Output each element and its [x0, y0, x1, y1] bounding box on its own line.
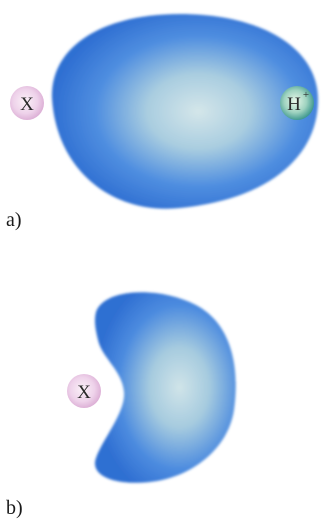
h-ion-a: H + — [280, 86, 314, 120]
h-ion-a-symbol: H — [287, 94, 301, 115]
panel-a: X H + a) — [6, 14, 318, 231]
x-atom-a-symbol: X — [20, 94, 34, 115]
panel-b: X b) — [6, 292, 236, 519]
electron-cloud-b — [95, 292, 236, 483]
h-ion-a-charge: + — [303, 89, 309, 101]
x-atom-a: X — [10, 86, 44, 120]
panel-b-label: b) — [6, 497, 23, 519]
x-atom-b: X — [67, 374, 101, 408]
x-atom-b-symbol: X — [77, 382, 91, 403]
panel-a-label: a) — [6, 209, 22, 231]
electron-cloud-a — [52, 14, 318, 209]
